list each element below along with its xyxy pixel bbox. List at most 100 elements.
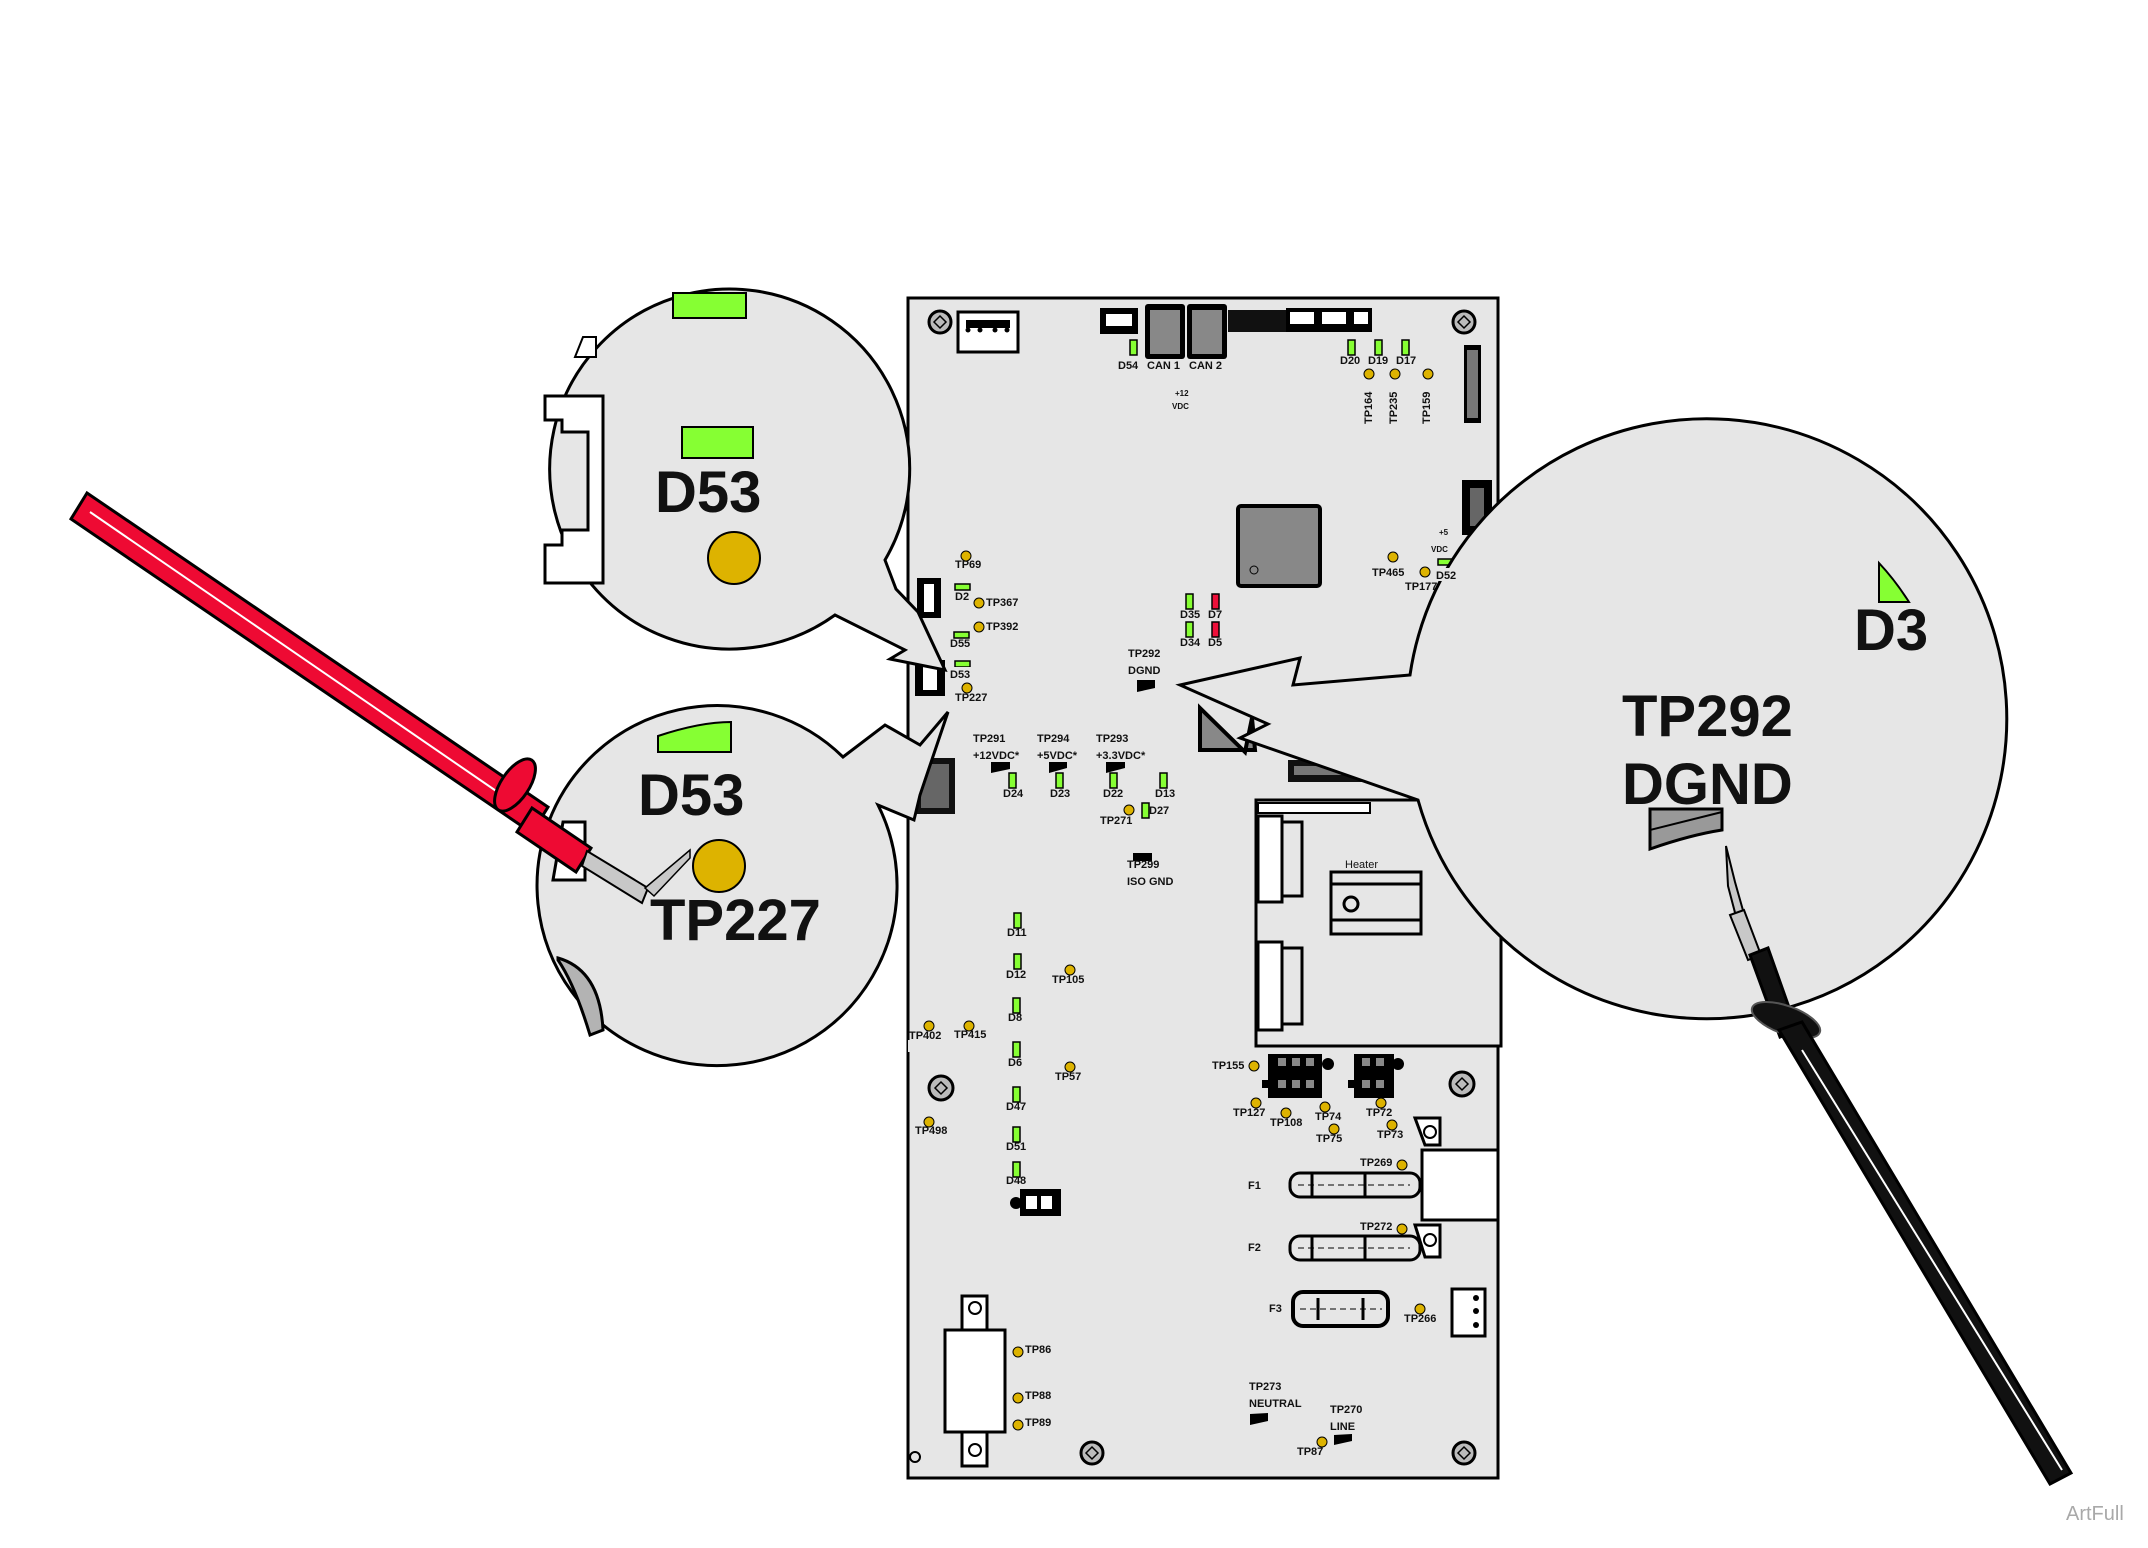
led-d19: [1374, 339, 1383, 356]
led-d24: [1008, 772, 1017, 789]
connector-small: [1286, 308, 1318, 332]
tp299-pad: [1133, 853, 1152, 861]
screw-icon: [1079, 1440, 1105, 1466]
label-tp88: TP88: [1025, 1390, 1051, 1402]
microcontroller-chip: [1236, 504, 1322, 588]
callout-tp292-pad: [1648, 807, 1724, 852]
label-5vdc: +5VDC*: [1037, 750, 1078, 762]
connector-can1: [1145, 304, 1185, 359]
watermark: ArtFull: [2066, 1503, 2124, 1525]
black-probe: [1725, 845, 2074, 1486]
connector-left-upper: [917, 578, 941, 618]
label-d17: D17: [1396, 355, 1416, 367]
callout-upper-left: D53: [543, 287, 948, 673]
label-d47: D47: [1006, 1101, 1026, 1113]
label-tp177: TP177: [1405, 581, 1437, 593]
callout-tp227-dot-upper: [707, 531, 761, 585]
label-d53-backing: [948, 667, 976, 680]
callout-label-d53-upper: D53: [655, 460, 761, 525]
screw-icon: [927, 309, 953, 335]
tp164-dot: [1363, 368, 1375, 380]
connector-small: [1318, 308, 1350, 332]
tp57-dot: [1064, 1061, 1076, 1073]
label-vdc: VDC: [1172, 402, 1189, 411]
label-12vdc: +12VDC*: [973, 750, 1020, 762]
label-d11: D11: [1007, 927, 1027, 939]
label-tp127: TP127: [1233, 1107, 1265, 1119]
label-tp89: TP89: [1025, 1417, 1051, 1429]
label-d34: D34: [1180, 637, 1201, 649]
connector-d54: [1100, 308, 1138, 334]
label-tp367: TP367: [986, 597, 1018, 609]
label-tp72: TP72: [1366, 1107, 1392, 1119]
led-d22: [1109, 772, 1118, 789]
led-d2: [954, 583, 971, 591]
ribbon-connector: [1464, 345, 1481, 423]
red-probe: [68, 490, 691, 905]
tp73-dot: [1386, 1119, 1398, 1131]
label-d52: D52: [1436, 570, 1456, 582]
callout-label-d3-partial: D3: [1854, 598, 1928, 663]
tp177-dot: [1419, 566, 1431, 578]
connector-2pin: [1010, 1189, 1061, 1216]
callout-lower-left: D53 TP227: [535, 704, 950, 1068]
label-tp74: TP74: [1315, 1111, 1342, 1123]
label-tp105: TP105: [1052, 974, 1084, 986]
tp367-dot: [973, 597, 985, 609]
led-d11: [1013, 912, 1022, 929]
label-d7: D7: [1208, 609, 1222, 621]
label-tp402: TP402: [909, 1030, 941, 1042]
label-tp294: TP294: [1037, 733, 1070, 745]
label-d23: D23: [1050, 788, 1070, 800]
tp127-dot: [1250, 1097, 1262, 1109]
label-tp235: TP235: [1388, 392, 1400, 424]
label-tp269: TP269: [1360, 1157, 1392, 1169]
callout-right: D3 TP292 DGND: [1175, 417, 2009, 1021]
label-f3: F3: [1269, 1303, 1282, 1315]
led-d48: [1012, 1161, 1021, 1178]
tp155-dot: [1248, 1060, 1260, 1072]
label-vdc-right: VDC: [1431, 545, 1448, 554]
label-tp415: TP415: [954, 1029, 986, 1041]
label-tp75: TP75: [1316, 1133, 1342, 1145]
led-d47: [1012, 1086, 1021, 1103]
led-d54: [1129, 339, 1138, 356]
tp86-dot: [1012, 1346, 1024, 1358]
led-d12: [1013, 953, 1022, 970]
label-tp392: TP392: [986, 621, 1018, 633]
fuse-f1: [1288, 1171, 1422, 1199]
fuse-f3: [1291, 1290, 1390, 1328]
label-tp227: TP227: [955, 692, 987, 704]
screw-icon: [1451, 1440, 1477, 1466]
tp415-dot: [963, 1020, 975, 1032]
label-f1: F1: [1248, 1180, 1261, 1192]
label-can1: CAN 1: [1147, 360, 1180, 372]
label-d12: D12: [1006, 969, 1026, 981]
label-d13: D13: [1155, 788, 1175, 800]
tp273-pad: [1250, 1413, 1268, 1425]
label-33vdc: +3.3VDC*: [1096, 750, 1146, 762]
tp402-dot: [923, 1020, 935, 1032]
label-d53: D53: [950, 669, 970, 681]
label-tp273: TP273: [1249, 1381, 1281, 1393]
led-d7: [1211, 593, 1220, 610]
led-d5: [1211, 621, 1220, 638]
tp270-pad: [1334, 1434, 1352, 1445]
tp87-dot: [1316, 1436, 1328, 1448]
tp271-dot: [1123, 804, 1135, 816]
led-d55: [953, 631, 970, 639]
label-tp291: TP291: [973, 733, 1005, 745]
label-plus12: +12: [1175, 389, 1189, 398]
connector-small: [1350, 308, 1372, 332]
power-connector-4pin: [1348, 1054, 1404, 1098]
screw-icon: [927, 1074, 955, 1102]
label-tp292-line2: DGND: [1128, 665, 1160, 677]
screw-icon: [1448, 1070, 1476, 1098]
label-tp73: TP73: [1377, 1129, 1403, 1141]
label-tp69: TP69: [955, 559, 981, 571]
label-d2: D2: [955, 591, 969, 603]
label-tp465: TP465: [1372, 567, 1404, 579]
tp294-pad: [1049, 762, 1067, 773]
tp392-dot: [973, 621, 985, 633]
